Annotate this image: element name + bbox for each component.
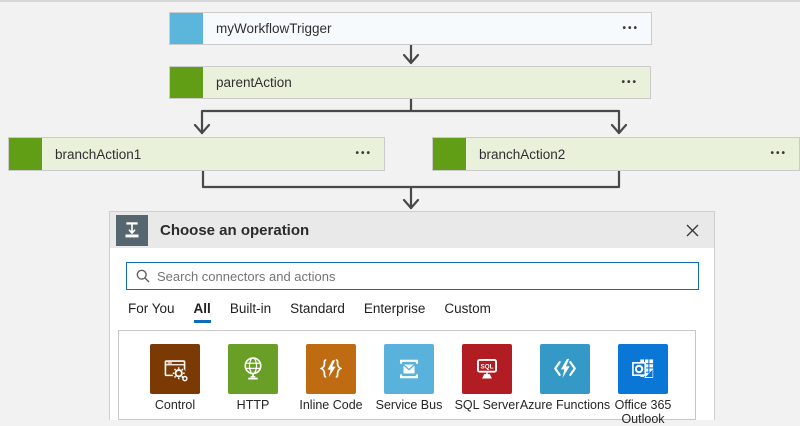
connector-label: HTTP — [236, 398, 270, 412]
trigger-node-myworkflowtrigger[interactable]: myWorkflowTrigger ••• — [169, 12, 652, 45]
branch-action-2-menu-button[interactable]: ••• — [770, 148, 787, 159]
canvas-top-divider — [0, 0, 800, 2]
branch-action-1-menu-button[interactable]: ••• — [355, 148, 372, 159]
connector-label: SQL Server — [454, 398, 520, 412]
connector-label: Control — [154, 398, 196, 412]
tab-bar: For You All Built-in Standard Enterprise… — [110, 290, 714, 323]
inline-code-icon — [306, 344, 356, 394]
connector-control[interactable]: Control — [136, 344, 214, 419]
parent-action-menu-button[interactable]: ••• — [621, 76, 638, 88]
close-icon[interactable] — [682, 220, 702, 240]
tab-enterprise[interactable]: Enterprise — [363, 301, 426, 316]
search-wrap — [126, 262, 699, 290]
connector-label: Office 365 Outlook — [614, 398, 672, 426]
svg-text:SQL: SQL — [480, 363, 493, 370]
tab-built-in[interactable]: Built-in — [229, 301, 272, 316]
action-icon — [170, 67, 203, 98]
connector-service-bus[interactable]: Service Bus — [370, 344, 448, 419]
action-icon — [9, 138, 42, 170]
action-label: branchAction1 — [55, 146, 142, 162]
tab-all[interactable]: All — [193, 301, 211, 323]
action-label: parentAction — [216, 75, 292, 90]
choose-operation-panel: Choose an operation For You All Built-in… — [109, 211, 715, 426]
connector-inline-code[interactable]: Inline Code — [292, 344, 370, 419]
action-node-parentaction[interactable]: parentAction ••• — [169, 66, 651, 99]
service-bus-icon — [384, 344, 434, 394]
search-input[interactable] — [126, 262, 699, 290]
panel-title: Choose an operation — [160, 221, 310, 239]
office-365-outlook-icon — [618, 344, 668, 394]
connector-label: Service Bus — [375, 398, 443, 412]
connector-office-365-outlook[interactable]: Office 365 Outlook — [604, 344, 682, 426]
choose-operation-icon — [116, 214, 148, 246]
search-icon — [135, 268, 151, 289]
action-node-branchaction2[interactable]: branchAction2 ••• — [432, 137, 800, 171]
tab-standard[interactable]: Standard — [290, 301, 345, 316]
http-icon — [228, 344, 278, 394]
trigger-label: myWorkflowTrigger — [216, 21, 332, 36]
tab-custom[interactable]: Custom — [444, 301, 491, 316]
connector-sql-server[interactable]: SQL SQL Server — [448, 344, 526, 419]
connector-grid: Control HTTP — [118, 330, 696, 426]
connector-azure-functions[interactable]: Azure Functions — [520, 344, 610, 419]
sql-server-icon: SQL — [462, 344, 512, 394]
action-node-branchaction1[interactable]: branchAction1 ••• — [8, 137, 385, 171]
connector-label: Azure Functions — [519, 398, 611, 412]
trigger-icon — [170, 13, 203, 44]
connector-label: Inline Code — [299, 398, 363, 412]
action-label: branchAction2 — [479, 146, 566, 162]
azure-functions-icon — [540, 344, 590, 394]
panel-header: Choose an operation — [110, 212, 714, 248]
connector-http[interactable]: HTTP — [214, 344, 292, 419]
control-icon — [150, 344, 200, 394]
trigger-menu-button[interactable]: ••• — [622, 22, 639, 34]
tab-for-you[interactable]: For You — [128, 301, 175, 316]
action-icon — [433, 138, 466, 170]
